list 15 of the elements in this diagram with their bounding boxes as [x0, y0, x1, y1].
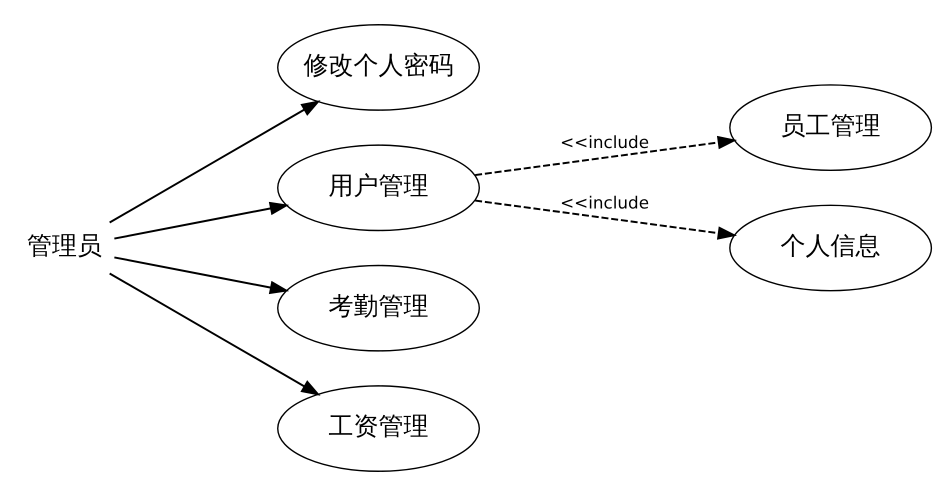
edge-label: <<include [560, 192, 649, 212]
node-ellipse: 工资管理 [276, 384, 480, 472]
arrow [114, 201, 289, 240]
node-ellipse: 个人信息 [728, 204, 932, 291]
node-text: 管理员 [26, 230, 102, 260]
node-ellipse: 修改个人密码 [276, 24, 480, 110]
node-ellipse: 用户管理 [276, 144, 480, 231]
node-ellipse: 员工管理 [728, 84, 932, 171]
arrow [108, 272, 320, 396]
arrow [474, 199, 736, 240]
arrow [114, 256, 289, 294]
edge-label: <<include [560, 132, 649, 152]
arrow [108, 100, 320, 223]
arrow [474, 135, 736, 176]
node-ellipse: 考勤管理 [276, 264, 480, 352]
